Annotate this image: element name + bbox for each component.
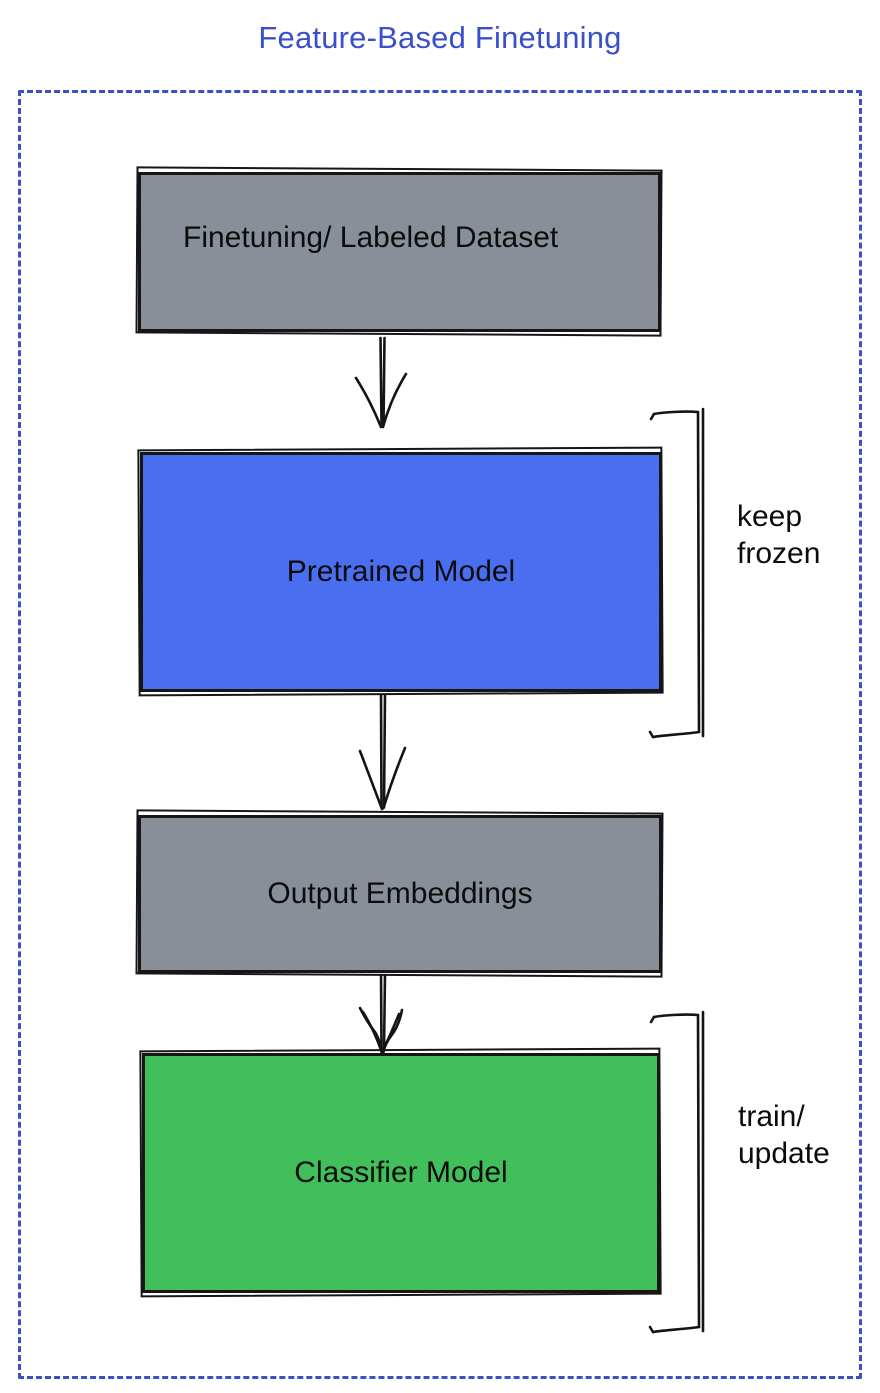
arrow-pretrained-to-embeddings xyxy=(358,695,407,811)
node-pretrained-model: Pretrained Model xyxy=(140,452,662,692)
arrow-finetuning-to-pretrained xyxy=(354,336,408,429)
page-title: Feature-Based Finetuning xyxy=(258,20,622,55)
node-output-embeddings: Output Embeddings xyxy=(138,815,662,973)
train-update-annotation: train/ update xyxy=(738,1100,830,1170)
node-finetuning-dataset: Finetuning/ Labeled Dataset xyxy=(138,172,661,332)
diagram-dashed-frame xyxy=(18,90,862,1379)
keep-frozen-bracket-icon xyxy=(648,407,705,739)
node-classifier-model: Classifier Model xyxy=(142,1053,660,1293)
node-label: Pretrained Model xyxy=(286,555,516,588)
train-update-bracket-icon xyxy=(648,1010,705,1334)
node-label: Finetuning/ Labeled Dataset xyxy=(183,221,559,254)
node-label: Output Embeddings xyxy=(267,877,533,910)
node-label: Classifier Model xyxy=(294,1156,508,1189)
arrow-embeddings-to-classifier xyxy=(358,974,404,1054)
keep-frozen-annotation: keep frozen xyxy=(737,500,821,570)
